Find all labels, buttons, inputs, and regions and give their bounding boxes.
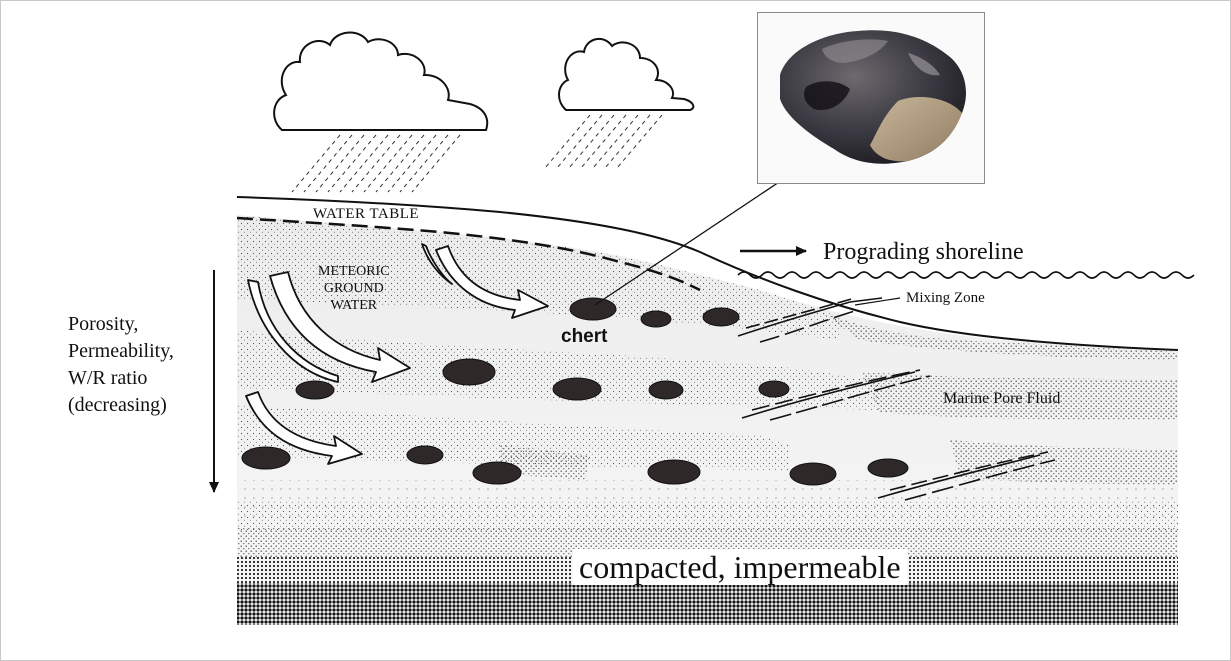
chert-nodule <box>473 462 521 484</box>
chert-nodule <box>242 447 290 469</box>
water-table-label: WATER TABLE <box>313 206 419 223</box>
chert-nodule <box>641 311 671 327</box>
chert-nodule <box>868 459 908 477</box>
chert-nodule <box>649 381 683 399</box>
chert-nodule <box>648 460 700 484</box>
chert-nodule <box>407 446 443 464</box>
mixing-zone-label: Mixing Zone <box>906 290 985 307</box>
meteoric-label-line: GROUND <box>318 280 390 297</box>
porosity-label-line: Permeability, <box>68 338 174 365</box>
porosity-label-line: W/R ratio <box>68 365 174 392</box>
prograding-shoreline-label: Prograding shoreline <box>823 239 1024 266</box>
chert-label: chert <box>561 326 607 348</box>
rain-cloud-icon <box>545 39 693 168</box>
chert-nodule <box>759 381 789 397</box>
sea-surface-line <box>738 272 1194 278</box>
porosity-label-line: (decreasing) <box>68 392 174 419</box>
meteoric-label-line: METEORIC <box>318 263 390 280</box>
compacted-impermeable-label: compacted, impermeable <box>573 549 907 585</box>
chert-rock-photo <box>757 12 985 184</box>
chert-nodule <box>790 463 836 485</box>
chert-nodule <box>296 381 334 399</box>
chert-nodule <box>570 298 616 320</box>
porosity-label-line: Porosity, <box>68 311 174 338</box>
meteoric-ground-water-label: METEORIC GROUND WATER <box>318 263 390 314</box>
porosity-axis-label: Porosity, Permeability, W/R ratio (decre… <box>68 311 174 419</box>
meteoric-label-line: WATER <box>318 297 390 314</box>
chert-nodule <box>553 378 601 400</box>
rain-cloud-icon <box>274 33 487 192</box>
chert-nodule <box>443 359 495 385</box>
chert-nodule <box>703 308 739 326</box>
marine-pore-fluid-label: Marine Pore Fluid <box>943 390 1060 408</box>
